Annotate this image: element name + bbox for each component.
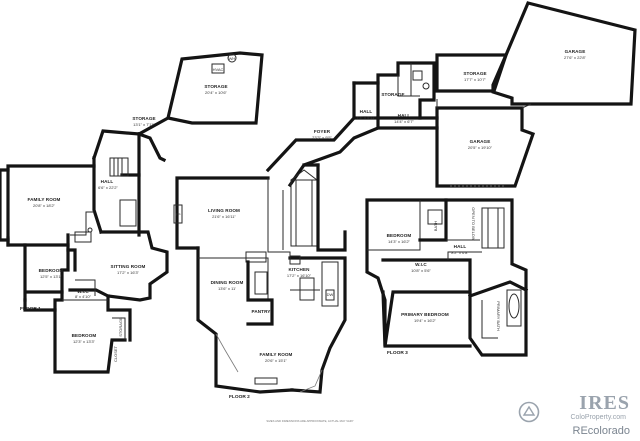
label-hall-f2a: HALL: [360, 109, 373, 114]
dim-family-room-f2: 20'6" x 15'1": [265, 358, 288, 363]
label-hall-f3: HALL: [454, 244, 467, 249]
dim-family-room-f1: 20'8" x 18'2": [33, 203, 56, 208]
dim-bedroom-f1b: 12'3" x 13'3": [73, 339, 96, 344]
label-primary-bath: PRIMARY BATH: [496, 301, 501, 331]
dim-wic-f1: 8' x 4'10": [75, 294, 92, 299]
disclaimer-text: SIZES AND DIMENSIONS ARE APPROXIMATE, AC…: [266, 419, 353, 423]
dim-hall-f1: 6'6" x 22'2": [98, 185, 118, 190]
dim-living-room: 21'6" x 16'11": [212, 214, 236, 219]
floor2-plan: [173, 163, 347, 394]
dim-kitchen: 17'2" x 16'10": [287, 273, 312, 278]
dim-foyer: 23'3" x 9'5": [312, 135, 332, 140]
label-family-room-f1: FAMILY ROOM: [27, 197, 60, 202]
sitting-room-outline: [68, 230, 169, 302]
label-garage-small: GARAGE: [470, 139, 491, 144]
label-dining-room: DINING ROOM: [211, 280, 244, 285]
label-foyer: FOYER: [314, 129, 331, 134]
label-storage-mid: STORAGE: [132, 116, 155, 121]
label-hall-f2b: HALL: [398, 113, 411, 118]
label-floor2: FLOOR 2: [229, 394, 250, 400]
label-hall-f1: HALL: [101, 179, 114, 184]
watermark-brand: IRES: [579, 392, 630, 414]
watermark-credit: REcolorado: [572, 425, 630, 437]
label-kitchen: KITCHEN: [288, 267, 310, 272]
label-wic-f3: W.I.C: [415, 262, 427, 267]
watermark-sub: ColoProperty.com: [570, 414, 626, 421]
label-closet-f1: CLOSET: [113, 345, 118, 362]
label-pantry: PANTRY: [252, 309, 271, 314]
ires-logo-icon: [518, 401, 540, 423]
dim-primary-bedroom: 19'4" x 16'2": [414, 318, 437, 323]
label-storage-f1: STORAGE: [118, 317, 123, 337]
label-bath-f3: BATH: [433, 221, 438, 231]
label-bedroom-f1a: BEDROOM: [39, 268, 64, 273]
garage-wing: [435, 1, 637, 188]
dim-bedroom-f3: 14'3" x 16'2": [388, 239, 411, 244]
garage-storage-outline: [435, 53, 509, 93]
label-storage-f2: STORAGE: [381, 92, 404, 97]
entry-wing: [265, 61, 439, 188]
dim-wic-f3: 10'8" x 5'6": [411, 268, 431, 273]
label-family-room-f2: FAMILY ROOM: [259, 352, 292, 357]
label-primary-bedroom: PRIMARY BEDROOM: [401, 312, 449, 317]
label-wh: WH: [229, 56, 236, 61]
label-sitting-room: SITTING ROOM: [111, 264, 146, 269]
label-garage-big: GARAGE: [565, 49, 586, 54]
floor3-outline: [365, 198, 528, 357]
dining-room-outline: [196, 246, 294, 394]
floor3-plan: [365, 198, 529, 357]
dim-storage-mid: 13'1" x 7'11": [133, 122, 155, 127]
label-hvac: HVAC: [213, 67, 224, 72]
floor1-plan: [0, 51, 264, 374]
floor-labels: FLOOR 1 FLOOR 2 FLOOR 3: [20, 306, 408, 400]
label-open-to-below: OPEN TO BELOW: [471, 207, 476, 241]
label-living-room: LIVING ROOM: [208, 208, 240, 213]
label-floor3: FLOOR 3: [387, 350, 408, 356]
label-storage-top: STORAGE: [204, 84, 227, 89]
dim-hall-f2a: 7'3" x 5'11": [356, 115, 376, 120]
label-bedroom-f1b: BEDROOM: [72, 333, 97, 338]
dim-garage-small: 20'5" x 19'10": [468, 145, 493, 150]
dim-sitting-room: 17'2" x 16'3": [117, 270, 140, 275]
label-dw: DW: [327, 292, 334, 297]
label-bedroom-f3: BEDROOM: [387, 233, 412, 238]
kitchen-outline: [288, 256, 347, 394]
dim-garage-big: 27'6" x 22'8": [564, 55, 587, 60]
label-fp: FP: [175, 212, 180, 217]
dim-storage-top: 20'4" x 10'6": [205, 90, 228, 95]
foyer-walls: [265, 115, 357, 173]
dim-dining-room: 13'6" x 11': [218, 286, 236, 291]
label-wic-f1: W.I.C: [77, 289, 89, 294]
utility-block-outline: [376, 61, 436, 120]
label-floor1: FLOOR 1: [20, 306, 41, 312]
dim-hall-f3: 8'2" x 6'8": [451, 250, 469, 255]
dim-hall-f2b: 14'4" x 6'7": [394, 119, 414, 124]
dim-storage-garage: 17'7" x 10'7": [464, 77, 487, 82]
room-labels: GARAGE 27'6" x 22'8" STORAGE 17'7" x 10'…: [27, 49, 586, 363]
label-storage-garage: STORAGE: [463, 71, 486, 76]
living-room-outline: [175, 176, 270, 250]
dim-bedroom-f1a: 12'5" x 13'1": [40, 274, 63, 279]
